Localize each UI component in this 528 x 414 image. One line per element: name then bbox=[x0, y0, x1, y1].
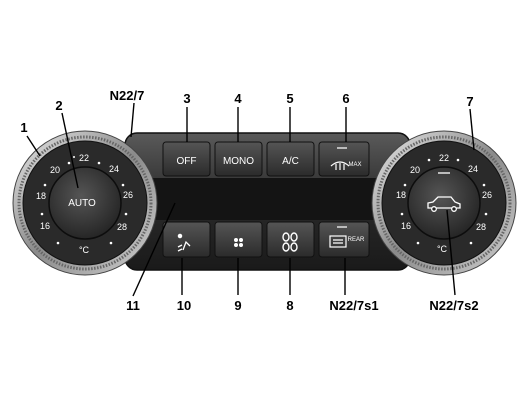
ac-button[interactable]: A/C bbox=[266, 141, 315, 177]
fan-low-icon bbox=[234, 238, 243, 247]
left-scale-28: 28 bbox=[117, 222, 127, 232]
right-scale-24: 24 bbox=[468, 164, 478, 174]
right-scale-28: 28 bbox=[476, 222, 486, 232]
callout-4: 4 bbox=[234, 91, 242, 106]
callout-6: 6 bbox=[342, 91, 349, 106]
mono-button[interactable]: MONO bbox=[214, 141, 263, 177]
ac-button-label: A/C bbox=[282, 156, 299, 167]
leader-lines bbox=[26, 102, 475, 297]
right-temperature-dial[interactable]: 16 18 20 22 24 26 28 °C bbox=[371, 130, 517, 276]
right-scale-18: 18 bbox=[396, 190, 406, 200]
right-scale-26: 26 bbox=[482, 190, 492, 200]
left-scale-dots bbox=[40, 156, 128, 245]
callout-7: 7 bbox=[466, 94, 473, 109]
callout-n22-7s2: N22/7s2 bbox=[429, 298, 478, 313]
defrost-max-button[interactable]: MAX bbox=[318, 141, 370, 177]
off-button-label: OFF bbox=[177, 156, 197, 167]
callout-labels: 1 2 N22/7 3 4 5 6 7 11 10 9 8 N22/7s1 N2… bbox=[20, 88, 478, 313]
right-scale-20: 20 bbox=[410, 165, 420, 175]
right-scale-22: 22 bbox=[439, 153, 449, 163]
callout-n22-7s1: N22/7s1 bbox=[329, 298, 378, 313]
left-scale-22: 22 bbox=[79, 153, 89, 163]
windscreen-defrost-icon bbox=[330, 161, 350, 170]
right-scale-16: 16 bbox=[401, 221, 411, 231]
right-unit-label: °C bbox=[437, 244, 448, 254]
right-dial-knob[interactable] bbox=[407, 166, 481, 240]
callout-10: 10 bbox=[177, 298, 191, 313]
callout-11: 11 bbox=[126, 298, 140, 313]
rear-label: REAR bbox=[348, 237, 365, 243]
display-strip bbox=[150, 178, 390, 220]
left-temperature-dial[interactable]: AUTO 16 18 20 22 24 26 28 °C bbox=[12, 130, 158, 276]
right-dial-indicator bbox=[438, 172, 450, 174]
callout-8: 8 bbox=[286, 298, 293, 313]
callout-2: 2 bbox=[55, 98, 62, 113]
callout-9: 9 bbox=[234, 298, 241, 313]
callout-1: 1 bbox=[20, 120, 27, 135]
auto-label: AUTO bbox=[68, 198, 96, 209]
right-scale-dots bbox=[400, 158, 488, 245]
callout-n22-7: N22/7 bbox=[110, 88, 145, 103]
left-scale-20: 20 bbox=[50, 165, 60, 175]
fan-high-icon bbox=[282, 232, 298, 252]
left-unit-label: °C bbox=[79, 245, 90, 255]
defrost-indicator bbox=[337, 147, 347, 149]
air-distribution-icon bbox=[177, 233, 191, 252]
off-button[interactable]: OFF bbox=[162, 141, 211, 177]
left-dial-knob[interactable] bbox=[48, 166, 122, 240]
left-scale-26: 26 bbox=[123, 190, 133, 200]
fan-high-button[interactable] bbox=[266, 221, 315, 258]
max-label: MAX bbox=[348, 162, 361, 168]
rear-defrost-button[interactable]: REAR bbox=[318, 221, 370, 258]
callout-3: 3 bbox=[183, 91, 190, 106]
fan-low-button[interactable] bbox=[214, 221, 263, 258]
rear-defrost-indicator bbox=[337, 226, 347, 228]
mono-button-label: MONO bbox=[223, 156, 254, 167]
left-scale-18: 18 bbox=[36, 191, 46, 201]
left-scale-16: 16 bbox=[40, 221, 50, 231]
air-distribution-button[interactable] bbox=[162, 221, 211, 258]
left-scale-24: 24 bbox=[109, 164, 119, 174]
car-icon bbox=[427, 196, 461, 212]
callout-5: 5 bbox=[286, 91, 293, 106]
rear-window-defrost-icon bbox=[329, 235, 347, 248]
